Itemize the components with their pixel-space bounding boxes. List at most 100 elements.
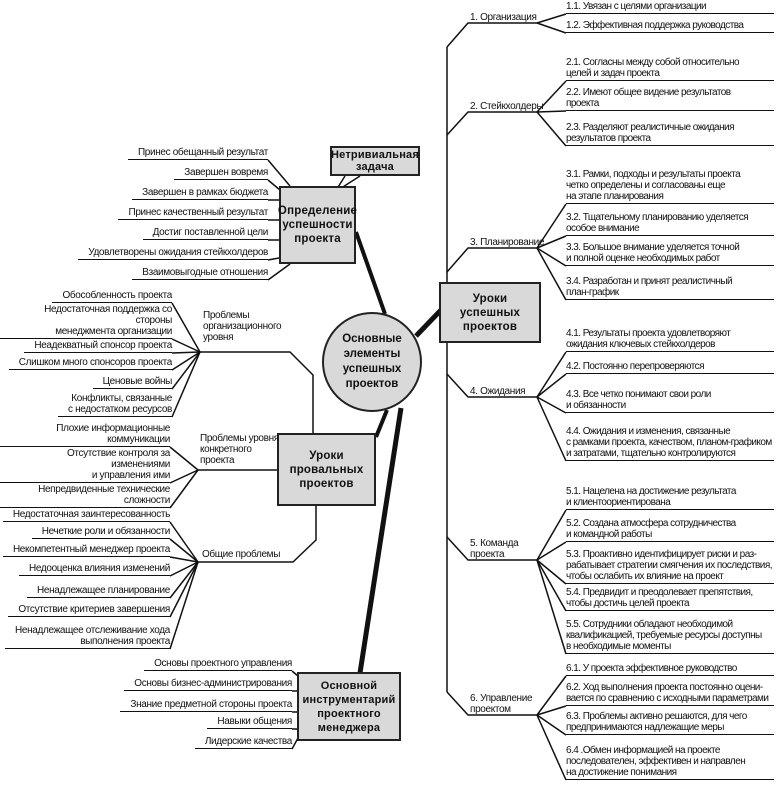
lesson-item: 5.5. Сотрудники обладают необходимой ква… [566, 619, 774, 654]
connector-line [446, 111, 537, 136]
failure-cause-item: Обособленность проекта [52, 290, 172, 303]
connector-line [536, 203, 567, 249]
connector-line [169, 556, 199, 563]
connector-line [536, 351, 567, 398]
toolkit-item: Основы бизнес-администрирования [124, 678, 292, 691]
lesson-item: 4.4. Ожидания и изменения, связанные с р… [566, 426, 774, 461]
connector-line [169, 469, 199, 509]
lesson-item: 2.1. Согласны между собой относительно ц… [566, 57, 774, 81]
connector-line [536, 235, 567, 249]
connector-line [171, 351, 201, 390]
connector-line [536, 396, 567, 462]
failure-cause-item: Некомпетентный менеджер проекта [2, 544, 170, 557]
connector-line [536, 714, 567, 736]
connector-line [446, 22, 537, 48]
connector-line [536, 247, 567, 301]
failure-cause-item: Отсутствие контроля за изменениями и упр… [0, 448, 170, 483]
connector-line [446, 536, 537, 561]
failure-cause-item: Ненадлежащее планирование [27, 585, 170, 598]
connector-line [536, 373, 567, 398]
branch-label: 6. Управление проектом [470, 693, 533, 715]
failure-group-label: Проблемы уровня конкретного проекта [200, 433, 279, 466]
connector-line [446, 373, 537, 398]
lesson-item: 2.2. Имеют общее видение результатов про… [566, 87, 774, 111]
connector-line [536, 80, 567, 113]
failure-cause-item: Ненадлежащее отслеживание хода выполнени… [5, 625, 170, 649]
connector-line [169, 561, 199, 618]
branch-label: 3. Планирование [470, 237, 545, 248]
failure-cause-item: Отсутствие критериев завершения [8, 604, 170, 617]
connector-line [198, 506, 317, 563]
connector-line [536, 13, 567, 24]
success-criterion-item: Достиг поставленной цели [142, 227, 268, 240]
connector-line [169, 538, 199, 563]
connector-line [171, 302, 201, 353]
failure-cause-item: Слишком много спонсоров проекта [8, 357, 172, 370]
lesson-item: 5.2. Создана атмосфера сотрудничества и … [566, 518, 774, 542]
lesson-item: 3.1. Рамки, подходы и результаты проекта… [566, 169, 774, 204]
success-criterion-item: Завершен в рамках бюджета [132, 187, 268, 200]
connector-line [536, 559, 567, 655]
thick-connector [357, 407, 404, 674]
connector-line [536, 22, 567, 34]
connector-line [169, 446, 199, 471]
failure-cause-item: Неадекватный спонсор проекта [24, 340, 172, 353]
thick-connector [354, 231, 387, 315]
branch-label: 4. Ожидания [470, 386, 526, 397]
failure-cause-item: Ценовые войны [92, 376, 172, 389]
connector-line [536, 111, 567, 147]
connector-line [267, 159, 291, 187]
success-criterion-item: Взаимовыгодные отношения [132, 267, 268, 280]
connector-line [169, 561, 199, 599]
connector-line [536, 559, 567, 585]
failure-cause-item: Нечеткие роли и обязанности [31, 526, 170, 539]
lesson-item: 5.3. Проактивно идентифицирует риски и р… [566, 549, 774, 584]
lesson-item: 1.1. Увязан с целями организации [566, 1, 774, 14]
branch-label: 5. Команда проекта [470, 538, 519, 560]
success-lessons-node: Уроки успешных проектов [439, 282, 541, 343]
success-definition-node: Определение успешности проекта [278, 186, 357, 264]
lesson-item: 5.1. Нацелена на достижение результата и… [566, 486, 774, 510]
lesson-item: 6.4 .Обмен информацией на проекте послед… [566, 745, 774, 780]
connector-line [267, 257, 280, 261]
connector-line [536, 247, 567, 267]
lesson-item: 6.3. Проблемы активно решаются, для чего… [566, 711, 774, 735]
toolkit-item: Основы проектного управления [144, 658, 292, 671]
lesson-item: 4.2. Постоянно перепроверяются [566, 361, 774, 374]
lesson-item: 6.2. Ход выполнения проекта постоянно оц… [566, 682, 774, 706]
connector-line [169, 469, 199, 484]
connector-line [267, 263, 291, 281]
connector-line [169, 521, 199, 563]
lesson-item: 2.3. Разделяют реалистичные ожидания рез… [566, 122, 774, 146]
connector-line [536, 541, 567, 561]
toolkit-item: Знание предметной стороны проекта [120, 699, 292, 712]
failure-cause-item: Плохие информационные коммуникации [0, 423, 170, 447]
thick-connector [374, 409, 389, 438]
failure-cause-item: Конфликты, связанные с недостатком ресур… [58, 393, 172, 417]
lesson-item: 4.3. Все четко понимают свои роли и обяз… [566, 389, 774, 413]
lesson-item: 5.4. Предвидит и преодолевает препятстви… [566, 587, 774, 611]
connector-line [536, 559, 567, 612]
thick-connector [414, 308, 443, 338]
failure-cause-item: Недооценка влияния изменений [19, 563, 170, 576]
connector-line [446, 691, 537, 716]
success-criterion-item: Принес качественный результат [118, 207, 268, 220]
toolkit-item: Навыки общения [207, 716, 292, 729]
callout-nontrivial-task: Нетривиальная задача [330, 146, 420, 176]
lesson-item: 3.2. Тщательному планированию уделяется … [566, 212, 774, 236]
toolkit-item: Лидерские качества [194, 736, 292, 749]
failure-cause-item: Непредвиденные технические сложности [0, 484, 170, 508]
failure-cause-item: Недостаточная поддержка со стороны менед… [0, 304, 172, 339]
connector-line [171, 351, 201, 354]
lesson-item: 6.1. У проекта эффективное руководство [566, 663, 774, 676]
connector-line [169, 561, 199, 577]
lesson-item: 3.3. Большое внимание уделяется точной и… [566, 242, 774, 266]
connector-line [536, 509, 567, 561]
connector-line [536, 110, 567, 113]
failure-lessons-node: Уроки провальных проектов [277, 433, 376, 506]
lesson-item: 3.4. Разработан и принят реалистичный пл… [566, 276, 774, 300]
failure-group-label: Проблемы организационного уровня [203, 310, 282, 343]
success-criterion-item: Завершен вовремя [174, 167, 268, 180]
